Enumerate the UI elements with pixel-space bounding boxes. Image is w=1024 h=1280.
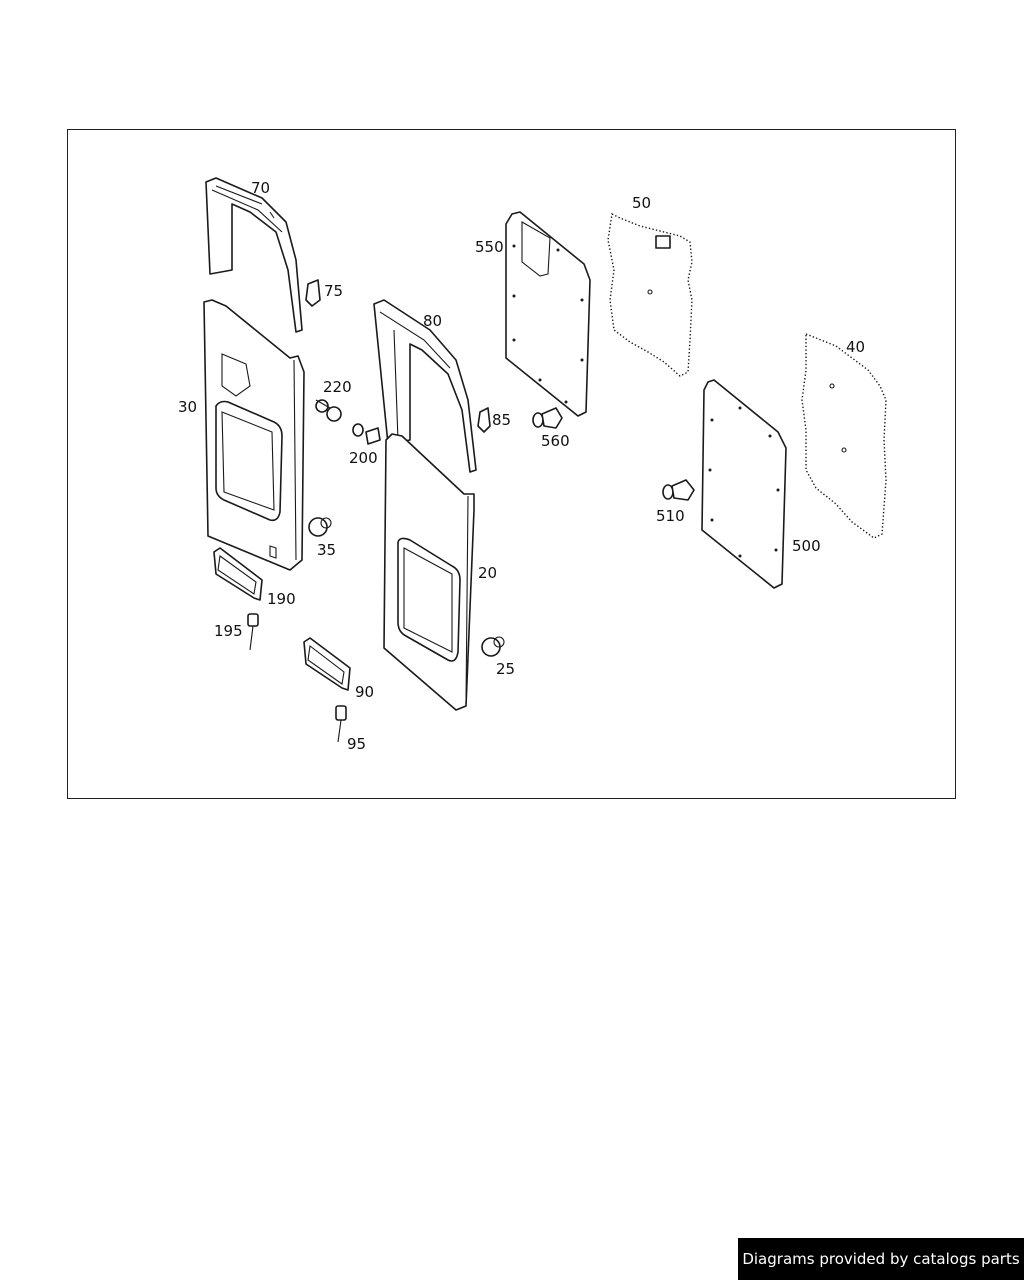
callout-70: 70 [251, 179, 270, 197]
callout-550: 550 [475, 238, 504, 256]
callout-500: 500 [792, 537, 821, 555]
part-190-handle[interactable] [213, 547, 263, 601]
part-560-fastener[interactable] [532, 407, 563, 429]
callout-25: 25 [496, 660, 515, 678]
callout-80: 80 [423, 312, 442, 330]
part-50-upper-gasket[interactable] [607, 212, 693, 377]
diagram-frame [67, 129, 956, 799]
part-30-left-door-panel[interactable] [203, 299, 305, 571]
part-85-clip[interactable] [477, 407, 491, 433]
callout-35: 35 [317, 541, 336, 559]
part-40-lower-gasket[interactable] [801, 332, 887, 539]
part-220-fastener[interactable] [315, 399, 342, 422]
callout-75: 75 [324, 282, 343, 300]
part-195-push-pin[interactable] [247, 613, 259, 651]
callout-510: 510 [656, 507, 685, 525]
callout-560: 560 [541, 432, 570, 450]
part-550-upper-panel[interactable] [505, 211, 591, 417]
part-25-round-clip[interactable] [481, 636, 505, 657]
part-90-handle[interactable] [303, 637, 351, 691]
callout-195: 195 [214, 622, 243, 640]
callout-20: 20 [478, 564, 497, 582]
part-95-push-pin[interactable] [335, 705, 347, 743]
attribution-banner: Diagrams provided by catalogs parts [738, 1238, 1024, 1280]
part-510-fastener[interactable] [662, 479, 695, 501]
callout-30: 30 [178, 398, 197, 416]
callout-220: 220 [323, 378, 352, 396]
callout-190: 190 [267, 590, 296, 608]
part-200-fastener[interactable] [352, 423, 381, 445]
part-80-upper-trim[interactable] [373, 299, 477, 473]
attribution-text: Diagrams provided by catalogs parts [742, 1250, 1020, 1268]
callout-95: 95 [347, 735, 366, 753]
callout-50: 50 [632, 194, 651, 212]
callout-85: 85 [492, 411, 511, 429]
callout-90: 90 [355, 683, 374, 701]
callout-40: 40 [846, 338, 865, 356]
callout-200: 200 [349, 449, 378, 467]
part-35-round-clip[interactable] [308, 517, 332, 537]
part-500-lower-panel[interactable] [701, 379, 787, 589]
part-20-right-door-panel[interactable] [383, 433, 475, 711]
part-70-upper-trim[interactable] [205, 177, 303, 333]
part-75-clip[interactable] [305, 279, 321, 307]
